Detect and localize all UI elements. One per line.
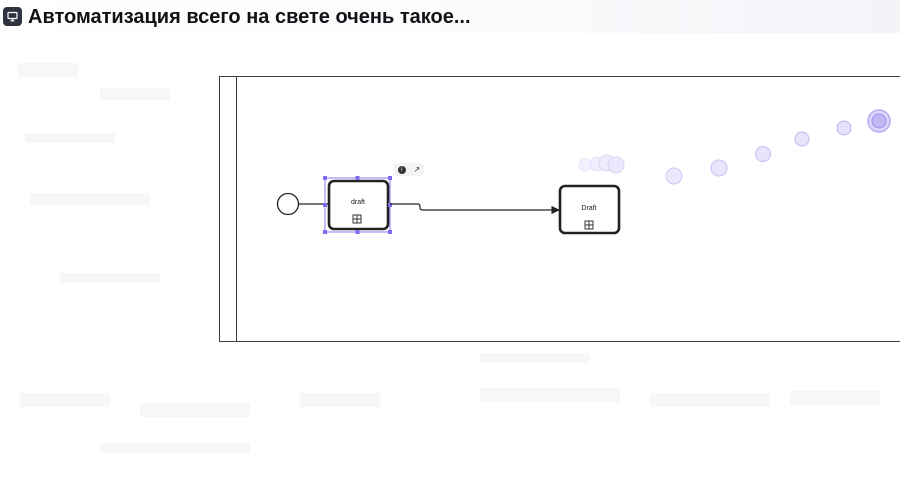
presentation-icon[interactable] xyxy=(3,7,22,26)
task-draft-selected[interactable] xyxy=(323,176,392,234)
subprocess-marker-icon xyxy=(584,220,594,230)
open-link-icon[interactable]: ↗ xyxy=(413,165,421,174)
header: Автоматизация всего на свете очень такое… xyxy=(0,0,900,33)
subprocess-marker-icon xyxy=(352,214,362,224)
start-event[interactable] xyxy=(276,192,300,216)
page-title: Автоматизация всего на свете очень такое… xyxy=(28,6,471,28)
task-draft[interactable] xyxy=(558,184,621,235)
task-label: draft xyxy=(350,199,365,206)
info-icon[interactable]: i xyxy=(397,165,406,174)
pool-lane-header[interactable] xyxy=(220,77,237,341)
task-label: Draft xyxy=(581,205,597,212)
presentation-icon-glyph xyxy=(7,11,18,22)
cursor-trail xyxy=(578,109,891,185)
sequence-flow[interactable] xyxy=(390,203,560,215)
diagram-canvas[interactable]: draft Draft i ↗ xyxy=(0,33,900,486)
diagram-elements xyxy=(276,109,891,235)
context-pad[interactable]: i ↗ xyxy=(394,163,424,176)
pool[interactable] xyxy=(219,76,900,342)
